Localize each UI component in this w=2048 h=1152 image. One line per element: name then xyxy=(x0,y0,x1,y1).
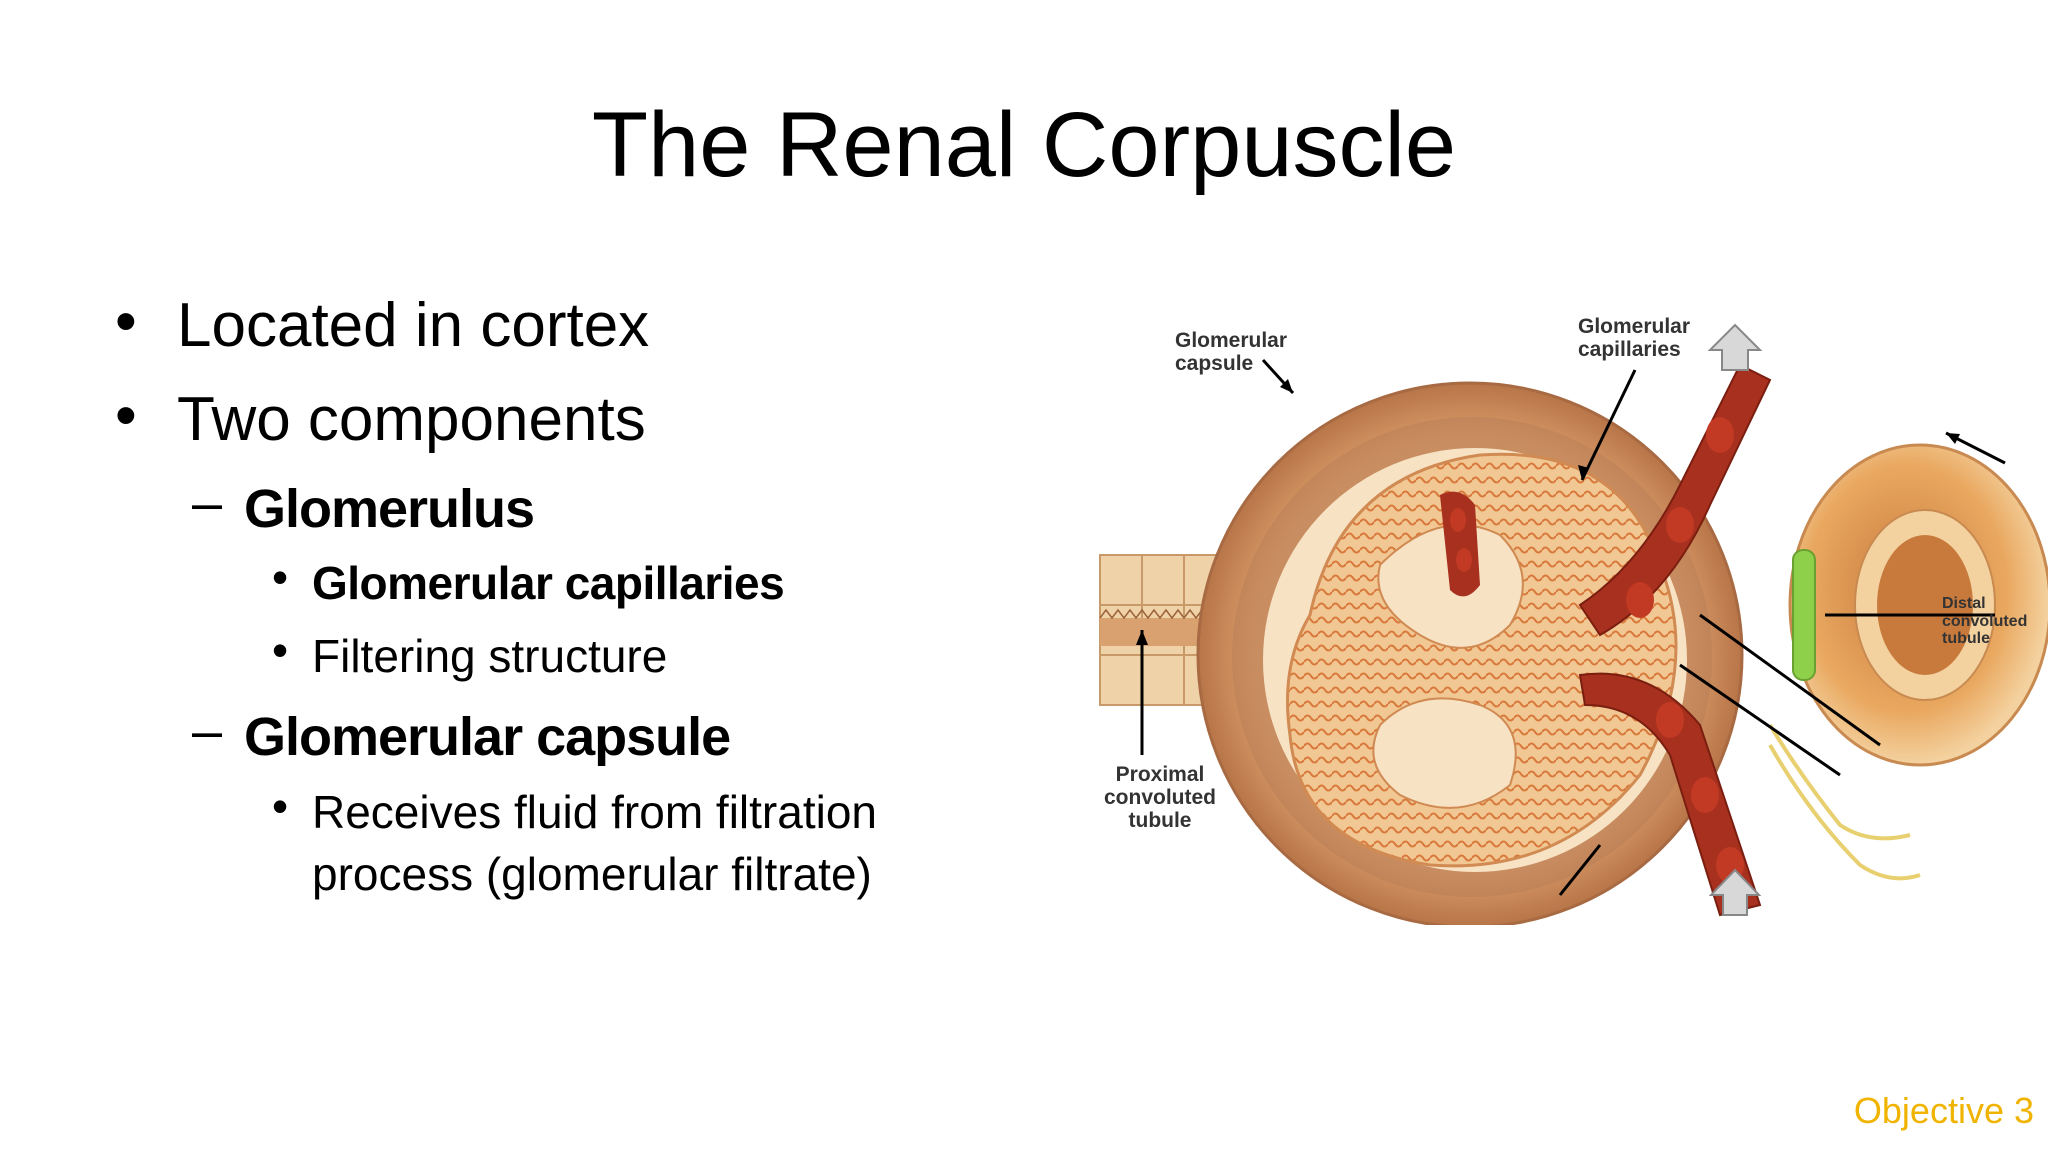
arrowheads xyxy=(1136,379,1960,645)
bullet-marker: • xyxy=(115,287,137,356)
renal-corpuscle-figure: Glomerular capsule Glomerular capillarie… xyxy=(1080,305,2048,929)
label-proximal-convoluted-tubule: Proximal convoluted tubule xyxy=(1100,763,1220,832)
label-glomerular-capsule: Glomerular capsule xyxy=(1175,329,1287,375)
bullet-text: Filtering structure xyxy=(312,630,668,682)
distal-tubule-shape xyxy=(1788,443,2048,767)
dash-marker: – xyxy=(192,701,222,761)
bullet-text: process (glomerular filtrate) xyxy=(312,848,872,900)
bullet-text: Glomerulus xyxy=(244,479,535,539)
objective-label: Objective 3 xyxy=(1853,1090,2034,1131)
label-distal-convoluted-tubule: Distal convoluted tubule xyxy=(1942,595,2027,648)
bullet-text: Two components xyxy=(177,385,646,454)
leader-lines xyxy=(1140,358,2006,896)
label-line: Glomerular xyxy=(1578,315,1691,338)
label-line: tubule xyxy=(1942,630,1990,648)
label-line: Distal xyxy=(1942,595,1986,612)
bullet-text: Glomerular capsule xyxy=(244,707,731,767)
label-line: Glomerular xyxy=(1175,329,1288,352)
glomerulus-shape xyxy=(1286,452,1678,868)
label-line: convoluted xyxy=(1942,612,2028,630)
bullet-marker: • xyxy=(115,381,137,450)
slide-title: The Renal Corpuscle xyxy=(591,94,1457,196)
renal-corpuscle-illustration xyxy=(1099,323,2048,929)
bullet-marker: • xyxy=(272,624,289,676)
bullet-text: Glomerular capillaries xyxy=(312,557,785,609)
label-line: tubule xyxy=(1128,809,1192,833)
arterioles-shape xyxy=(1578,323,1921,917)
bullet-marker: • xyxy=(272,780,289,832)
label-glomerular-capillaries: Glomerular capillaries xyxy=(1578,315,1690,361)
dash-marker: – xyxy=(192,473,222,533)
bullet-text: Receives fluid from filtration xyxy=(312,786,877,838)
label-line: convoluted xyxy=(1103,786,1216,810)
label-line: capsule xyxy=(1175,352,1254,376)
label-line: Proximal xyxy=(1115,763,1205,786)
bullet-text: Located in cortex xyxy=(177,291,650,360)
label-line: capillaries xyxy=(1578,338,1681,362)
bullet-list: • Located in cortex • Two components – G… xyxy=(115,287,877,900)
bullet-marker: • xyxy=(272,551,289,603)
